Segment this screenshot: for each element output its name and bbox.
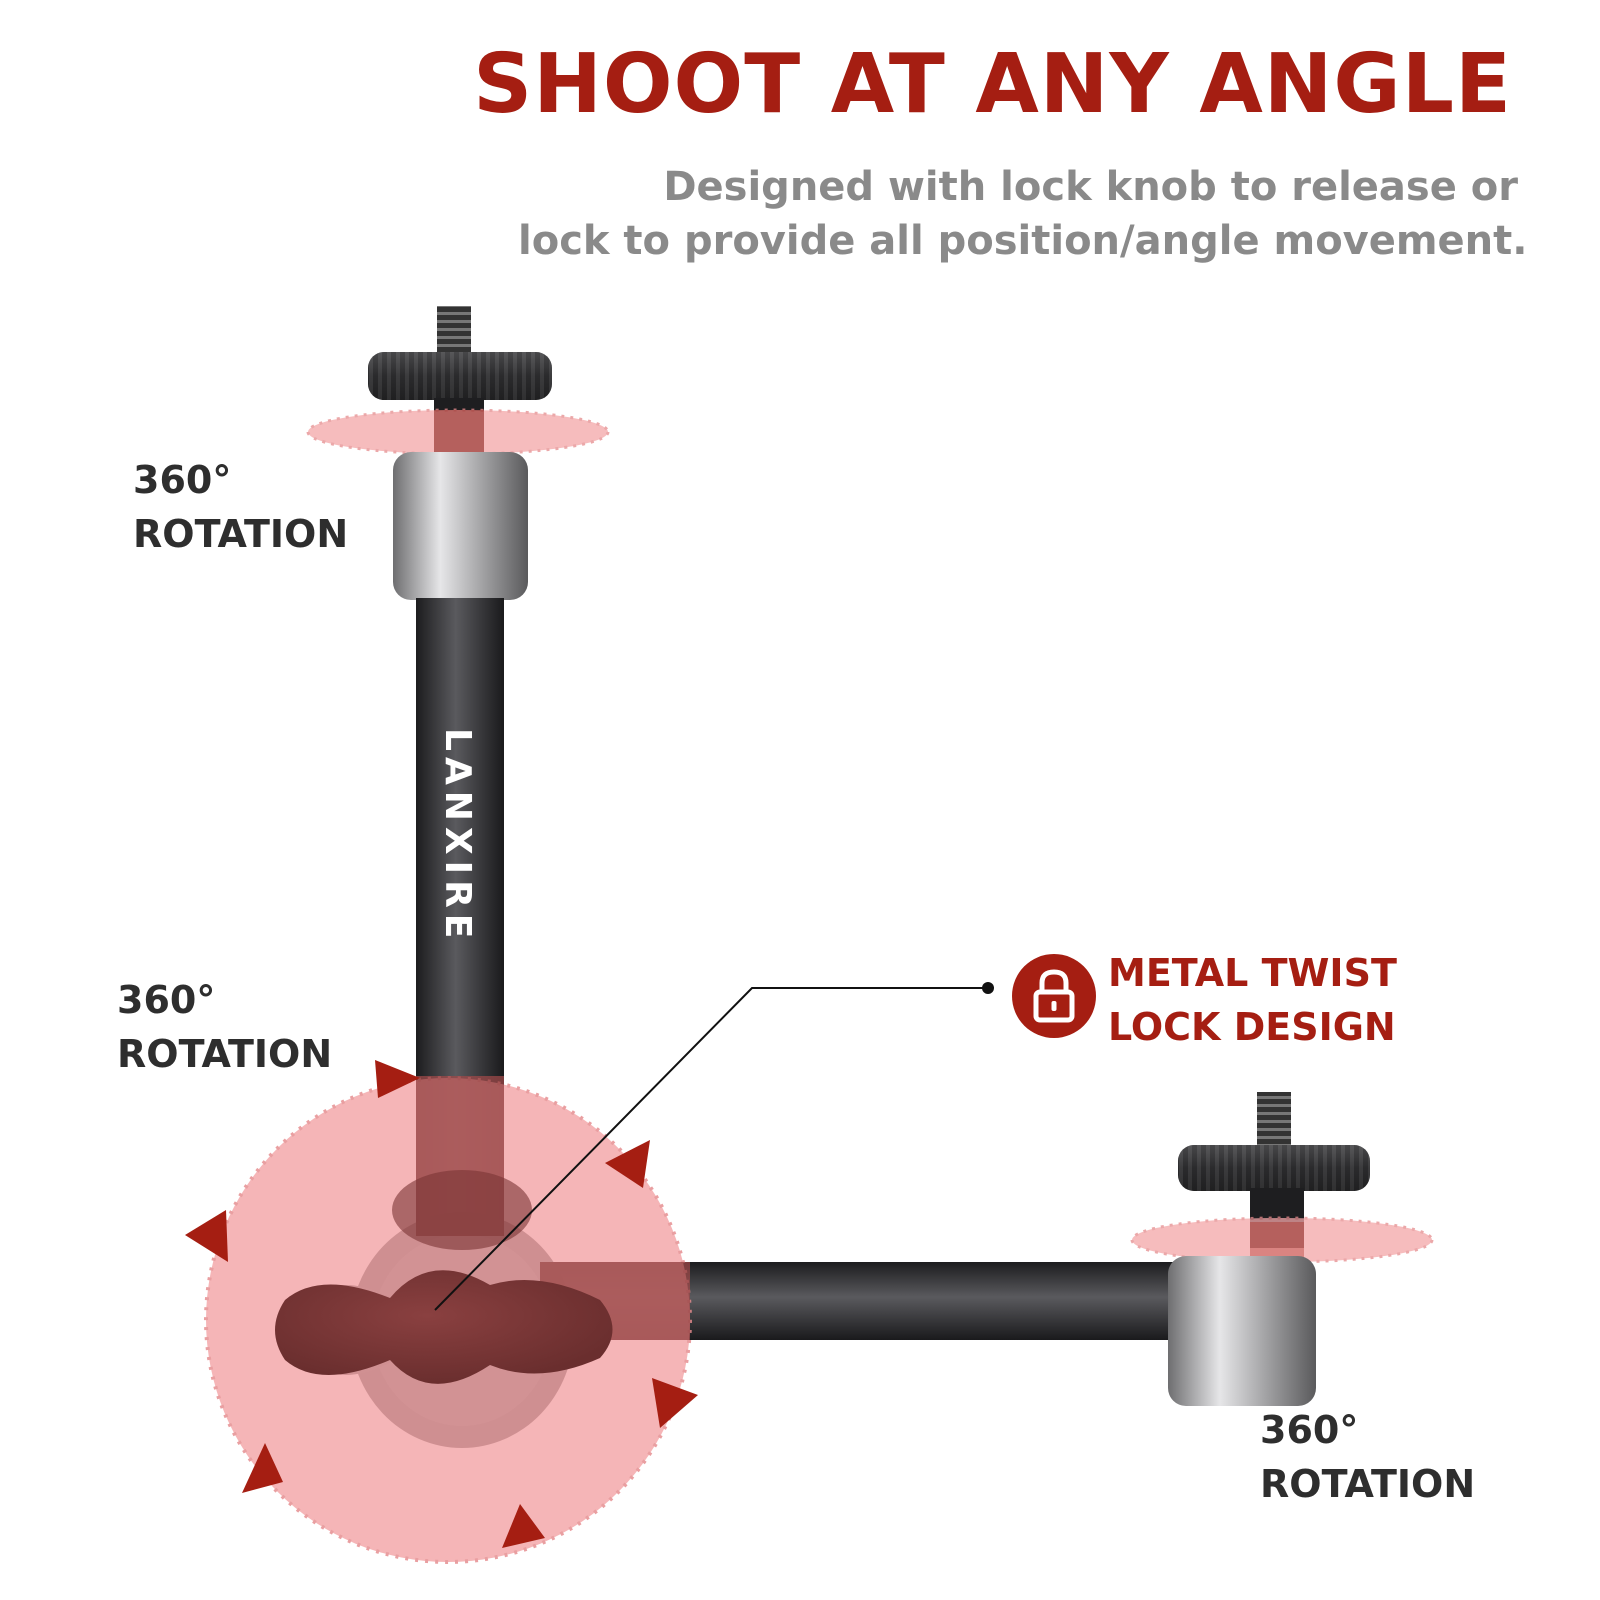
arrow-upper-right-icon	[605, 1140, 650, 1188]
rotation-degree: 360°	[133, 458, 232, 502]
right-silver-joint	[1168, 1256, 1316, 1406]
rotation-label-top: 360° ROTATION	[133, 453, 348, 561]
right-screw-mount	[1178, 1092, 1370, 1248]
subtitle-line-1: Designed with lock knob to release or	[663, 164, 1518, 210]
lock-callout-text: METAL TWIST LOCK DESIGN	[1108, 946, 1397, 1054]
subtitle-line-2: lock to provide all position/angle movem…	[518, 218, 1528, 264]
rotation-word: ROTATION	[1260, 1462, 1476, 1506]
callout-leader-line	[434, 987, 988, 1311]
rotation-degree: 360°	[117, 978, 216, 1022]
callout-leader-dot	[982, 982, 994, 994]
lock-callout-line-2: LOCK DESIGN	[1108, 1005, 1396, 1049]
arrow-lower-left-icon	[242, 1443, 283, 1493]
brand-logo: LANXIRE	[437, 728, 478, 944]
top-silver-joint	[393, 452, 528, 600]
headline: SHOOT AT ANY ANGLE	[473, 37, 1512, 132]
arrow-right-icon	[652, 1378, 698, 1428]
rotation-label-right: 360° ROTATION	[1260, 1403, 1475, 1511]
top-screw-mount	[368, 306, 552, 458]
arrow-top-icon	[375, 1060, 420, 1098]
rotation-word: ROTATION	[117, 1032, 333, 1076]
arrow-left-icon	[185, 1210, 228, 1262]
lock-callout: METAL TWIST LOCK DESIGN	[1012, 946, 1432, 1056]
rotation-arrows	[185, 1060, 698, 1548]
arrow-bottom-icon	[502, 1504, 545, 1548]
rotation-word: ROTATION	[133, 512, 349, 556]
subtitle: Designed with lock knob to release or lo…	[518, 160, 1528, 268]
twist-lock-knob	[275, 1270, 613, 1384]
rotation-label-middle: 360° ROTATION	[117, 973, 332, 1081]
padlock-icon	[1012, 954, 1096, 1038]
lock-callout-line-1: METAL TWIST	[1108, 951, 1397, 995]
rotation-degree: 360°	[1260, 1408, 1359, 1452]
